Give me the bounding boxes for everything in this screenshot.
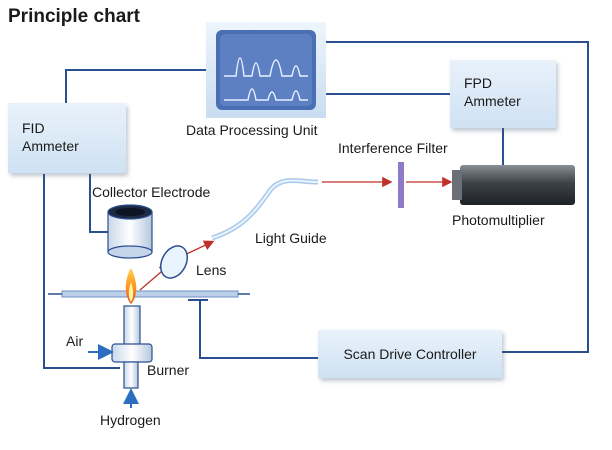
chromatogram-bottom-icon (224, 88, 308, 101)
scan-drive-controller-label: Scan Drive Controller (343, 346, 477, 362)
flame-icon (125, 268, 137, 304)
burner-label: Burner (147, 362, 190, 378)
collector-electrode-label: Collector Electrode (92, 184, 211, 200)
hydrogen-label: Hydrogen (100, 412, 161, 428)
fpd-ammeter-label-line2: Ammeter (464, 93, 521, 109)
wire-fid-to-burner (43, 174, 120, 369)
fpd-ammeter-box: FPD Ammeter (450, 60, 556, 128)
fid-ammeter-label-line1: FID (22, 120, 45, 136)
photomultiplier-tube (452, 165, 575, 205)
fid-ammeter-label-line2: Ammeter (22, 138, 79, 154)
wire-fid-to-collector (89, 174, 108, 233)
light-guide-label: Light Guide (255, 230, 327, 246)
fid-ammeter-box: FID Ammeter (8, 103, 126, 173)
data-processing-monitor (206, 22, 326, 118)
air-label: Air (66, 333, 84, 349)
scan-drive-controller-box: Scan Drive Controller (318, 330, 502, 378)
wire-dpu-to-right (326, 41, 589, 353)
fpd-ammeter-label-line1: FPD (464, 75, 492, 91)
lens-label: Lens (196, 262, 227, 278)
optical-path (139, 162, 453, 291)
chromatogram-top-icon (224, 57, 308, 77)
interference-filter-label: Interference Filter (338, 140, 448, 156)
data-processing-unit-label: Data Processing Unit (186, 122, 318, 138)
lens-element (159, 245, 189, 279)
photomultiplier-label: Photomultiplier (452, 212, 545, 228)
sample-plate (48, 290, 250, 298)
page-title: Principle chart (8, 6, 140, 27)
wiring (43, 41, 589, 369)
collector-electrode-cylinder (107, 204, 153, 259)
wire-fid-to-dpu (65, 69, 212, 103)
interference-filter-element (398, 162, 404, 208)
wire-plate-to-scan (188, 299, 318, 359)
burner-assembly (88, 305, 153, 408)
